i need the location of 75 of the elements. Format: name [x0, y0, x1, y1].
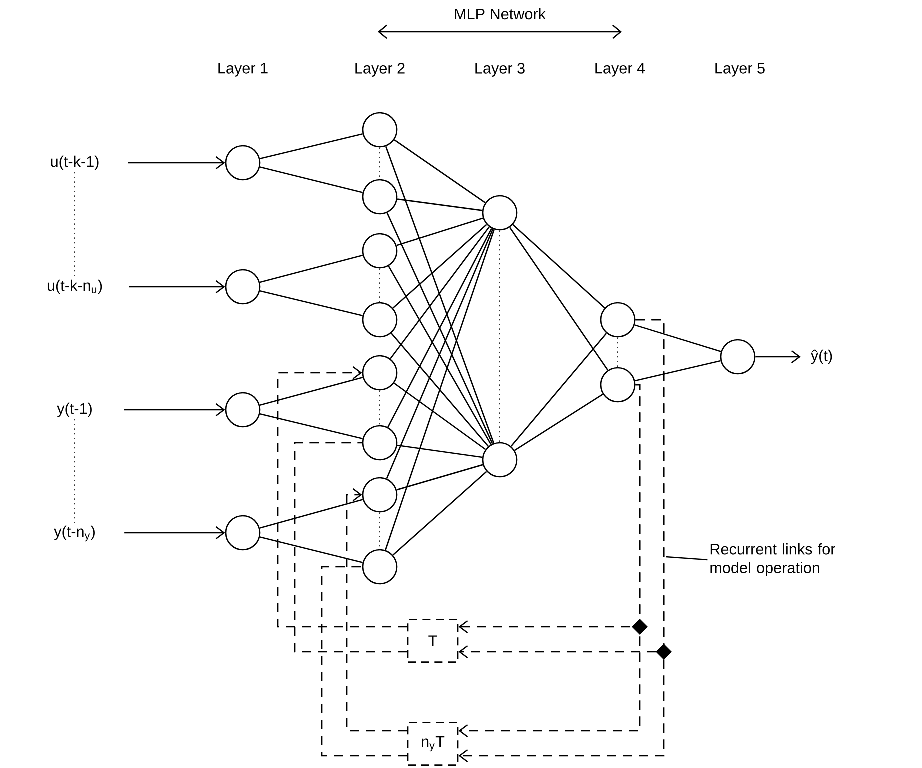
connection-line	[509, 227, 609, 371]
neuron-circle	[600, 367, 636, 403]
connection-line	[510, 333, 608, 447]
connection-line	[260, 290, 363, 316]
connection-line	[634, 324, 722, 352]
recurrent-link	[294, 442, 408, 653]
neuron-circle	[362, 302, 398, 338]
recurrent-link	[458, 384, 641, 738]
neuron-circle	[225, 145, 261, 181]
neuron-circle	[225, 392, 261, 428]
neuron-circle	[362, 233, 398, 269]
connection-line	[512, 224, 606, 309]
neuron-circle	[362, 179, 398, 215]
ellipsis-line	[74, 172, 76, 278]
neuron-circle	[362, 355, 398, 391]
delay-box: T	[407, 619, 459, 663]
recurrent-link	[277, 366, 408, 628]
ellipsis-line	[74, 418, 76, 524]
connection-line	[396, 218, 484, 246]
connection-line	[260, 413, 363, 440]
connection-line	[385, 146, 495, 444]
layer-label: Layer 4	[596, 63, 646, 77]
connection-line	[260, 499, 364, 529]
leader-line	[666, 556, 708, 561]
neuron-circle	[225, 269, 261, 305]
neuron-circle	[482, 195, 518, 231]
connection-line	[396, 464, 484, 491]
arrow	[124, 526, 226, 540]
connection-line	[394, 140, 486, 204]
layer-label: Layer 1	[218, 63, 268, 77]
delay-box: n$_{y}$T	[407, 722, 459, 766]
recurrent-link	[346, 488, 408, 732]
connection-line	[386, 212, 494, 444]
connection-line	[386, 229, 494, 479]
connection-line	[260, 166, 364, 194]
neuron-circle	[362, 549, 398, 585]
neuron-circle	[225, 515, 261, 551]
arrow	[129, 280, 226, 294]
connection-line	[392, 224, 488, 309]
connection-line	[392, 471, 488, 556]
network-label: MLP Network	[455, 8, 546, 20]
layer-label: Layer 2	[356, 63, 405, 77]
connection-line	[391, 332, 490, 448]
recurrent-link	[458, 319, 665, 763]
layer-label: Layer 5	[716, 63, 765, 77]
connection-line	[397, 198, 483, 212]
output-label: ŷ(t)	[810, 350, 832, 364]
annotation-text: Recurrent links for model operation	[710, 544, 836, 576]
connection-line	[385, 230, 495, 550]
neuron-circle	[362, 112, 398, 148]
connection-line	[390, 226, 490, 360]
connection-line	[260, 254, 364, 284]
input-label: u(t-k-n$_{u}$)	[48, 280, 102, 294]
connection-line	[635, 360, 721, 382]
input-label: u(t-k-1)	[51, 156, 99, 170]
arrow	[756, 350, 801, 364]
neuron-circle	[362, 477, 398, 513]
connection-line	[397, 444, 483, 458]
recurrent-link	[321, 566, 408, 757]
neuron-circle	[362, 425, 398, 461]
arrow	[128, 156, 226, 170]
connection-line	[514, 394, 604, 452]
neuron-circle	[600, 302, 636, 338]
connection-line	[394, 382, 486, 450]
neuron-circle	[482, 442, 518, 478]
connection-line	[260, 134, 363, 160]
input-label: y(t-n$_{y}$)	[54, 526, 95, 542]
connection-line	[260, 376, 364, 406]
neuron-circle	[720, 339, 756, 375]
arrow	[124, 403, 226, 417]
connection-line	[388, 228, 492, 428]
input-label: y(t-1)	[57, 402, 92, 418]
connection-line	[388, 266, 492, 445]
connection-line	[260, 536, 364, 564]
layer-label: Layer 3	[476, 63, 525, 77]
